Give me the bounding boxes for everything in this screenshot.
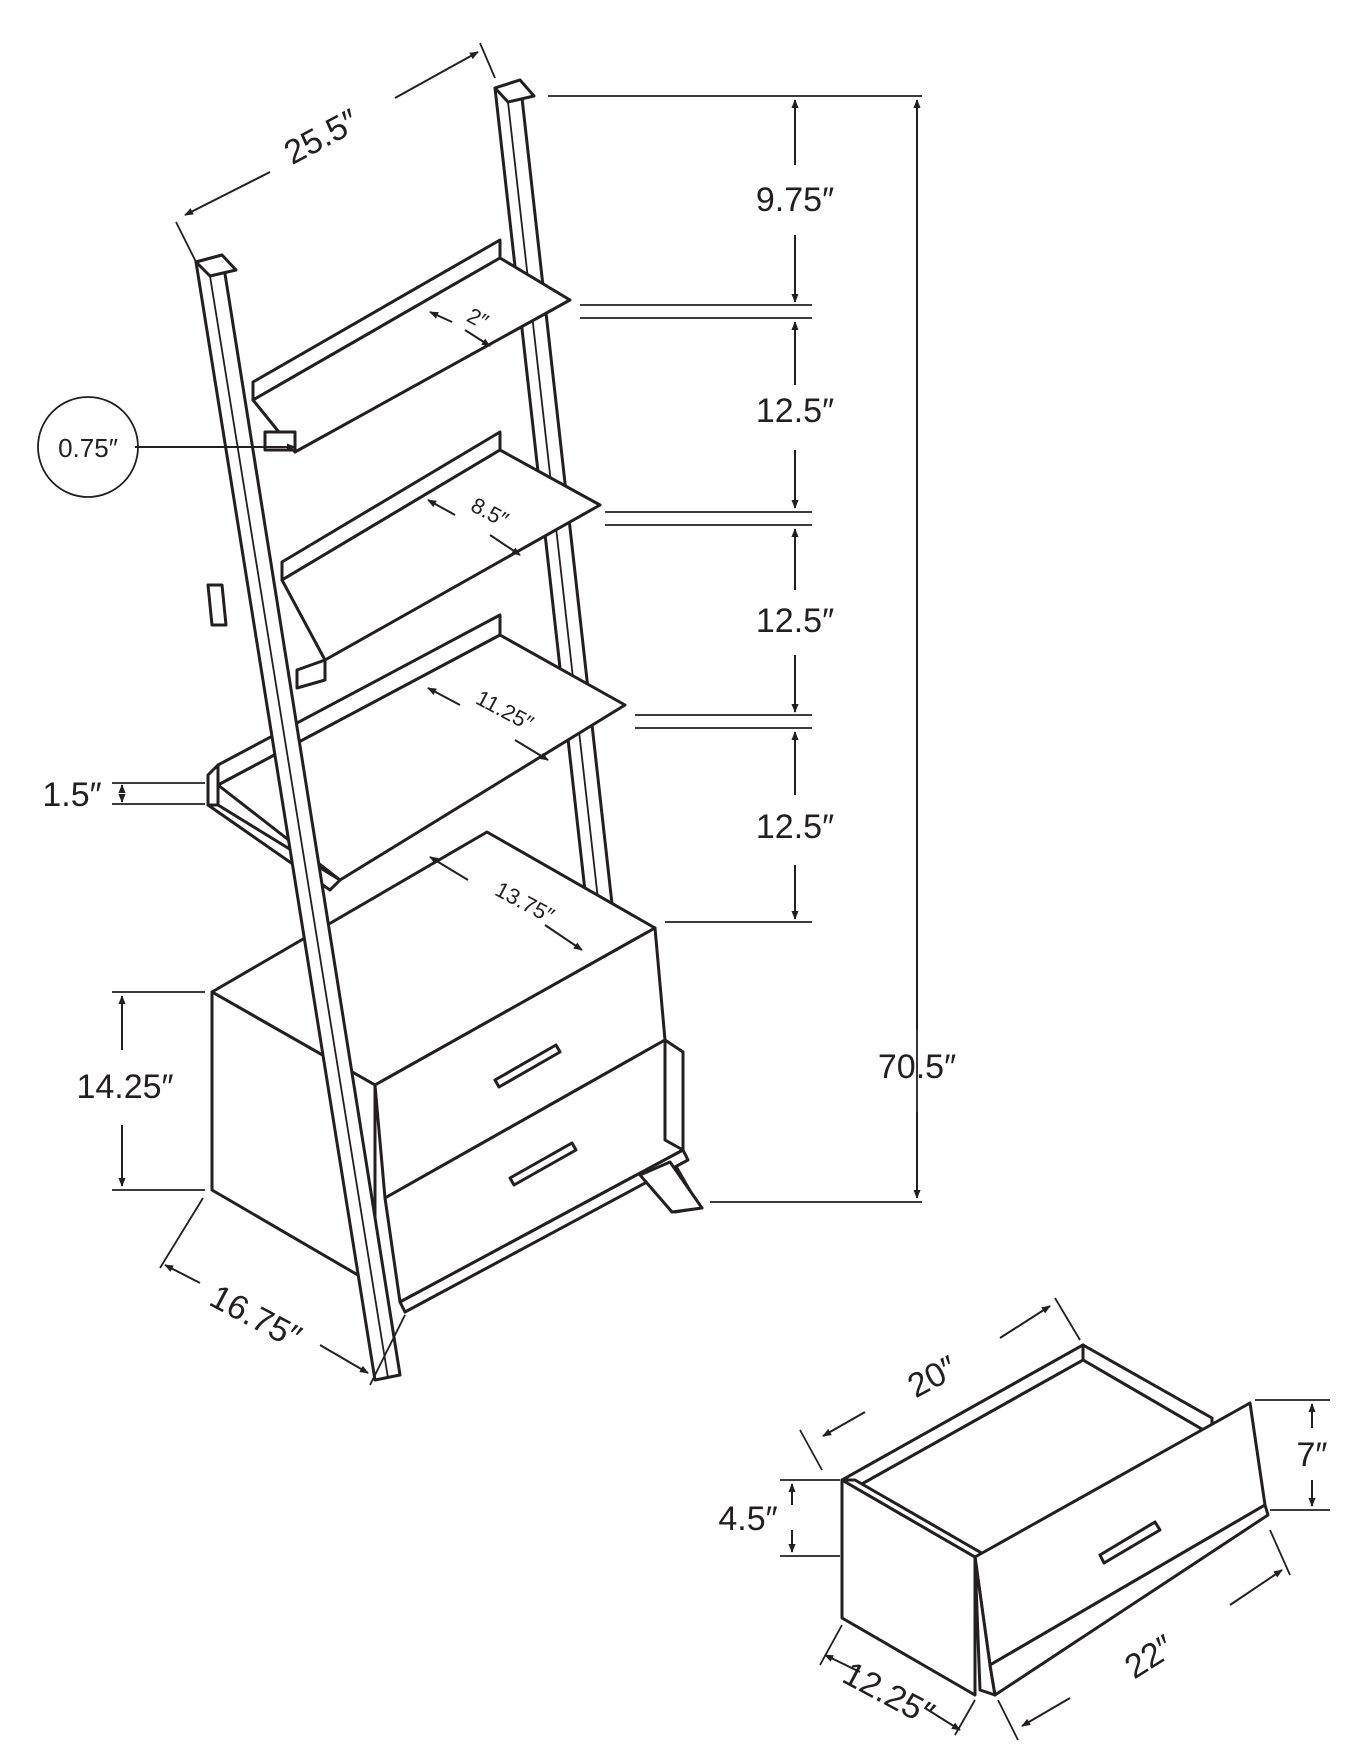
- drawer-handle-bottom: [508, 1141, 578, 1187]
- left-rail-top: [194, 253, 238, 278]
- drawer-detail-drawing: [840, 1343, 1270, 1697]
- height-label: 70.5″: [878, 1048, 956, 1086]
- drawer-front-width-label: 22″: [1118, 1628, 1180, 1687]
- thickness-callout-label: 0.75″: [58, 433, 118, 463]
- drawer-height-front-label: 7″: [1297, 1436, 1328, 1474]
- thickness-callout-circle: [37, 396, 139, 498]
- dimension-lines: [112, 42, 922, 1386]
- drawer-width-label: 20″: [902, 1349, 964, 1406]
- shelf-gap-2-label: 12.5″: [756, 602, 834, 640]
- lip-height-label: 1.5″: [42, 776, 101, 814]
- shelf-gap-3-label: 12.5″: [756, 808, 834, 846]
- right-rail-top: [493, 78, 536, 104]
- drawer-handle-top: [493, 1043, 562, 1089]
- drawer-dimension-lines: [780, 1297, 1330, 1741]
- shelf-gap-1-label: 12.5″: [756, 392, 834, 430]
- depth-label: 16.75″: [204, 1278, 308, 1357]
- width-label: 25.5″: [278, 102, 365, 172]
- cabinet-drawers: [373, 926, 704, 1314]
- shelf-depth-arrows: [427, 311, 583, 951]
- drawer-detail-handle: [1098, 1520, 1162, 1565]
- top-gap-label: 9.75″: [756, 181, 834, 219]
- drawer-height-inner-label: 4.5″: [718, 1500, 777, 1538]
- shelf-2: [280, 430, 602, 690]
- ladder-shelf-drawing: [194, 78, 704, 1382]
- left-back-rail: [206, 583, 228, 627]
- cabinet-height-label: 14.25″: [76, 1068, 173, 1106]
